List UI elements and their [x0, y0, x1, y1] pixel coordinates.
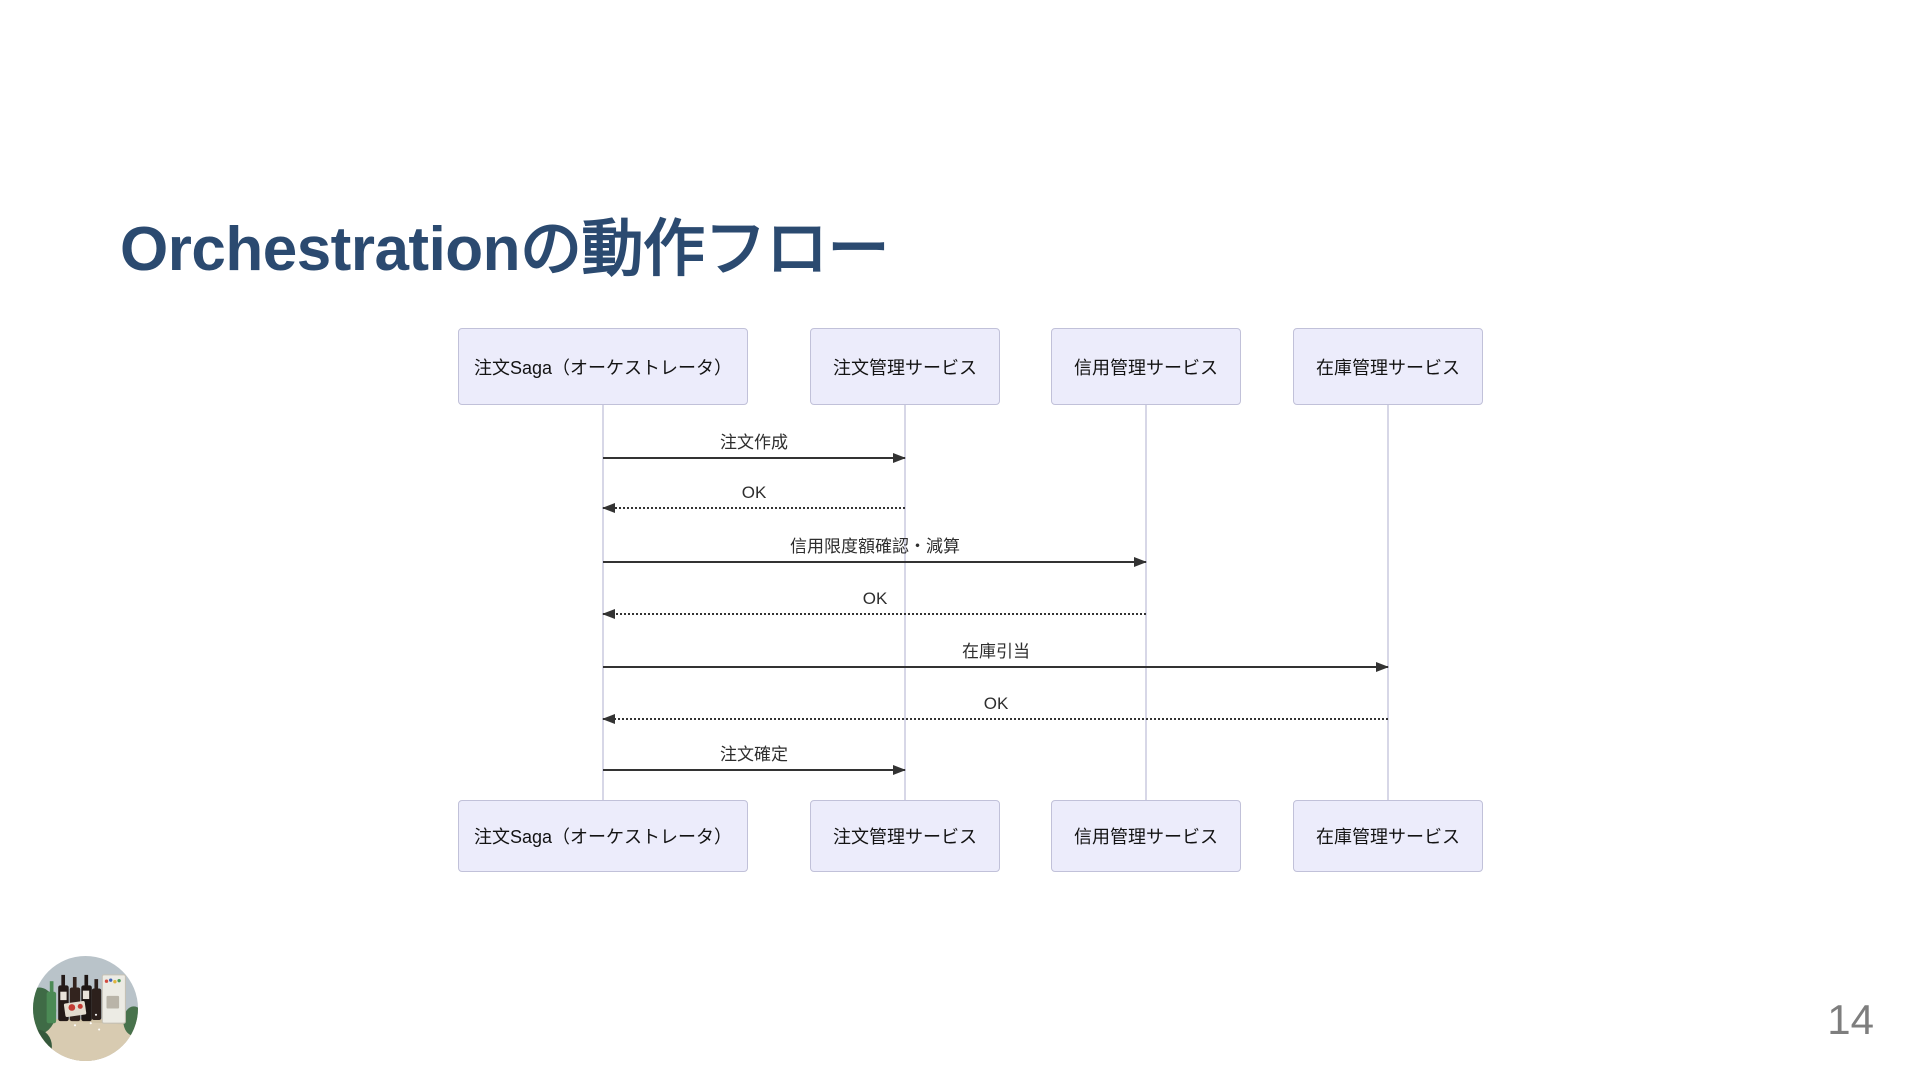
- lifeline-stock: [1387, 405, 1389, 800]
- arrowhead-right-icon: [893, 452, 906, 463]
- lifeline-order: [904, 405, 906, 800]
- message-arrow: [603, 764, 906, 775]
- message-arrow: [602, 608, 1146, 619]
- participant-stock-bottom: 在庫管理サービス: [1293, 800, 1483, 872]
- page-number: 14: [1827, 996, 1874, 1043]
- participant-label: 在庫管理サービス: [1316, 827, 1460, 847]
- message-arrow: [603, 556, 1147, 567]
- participant-label: 注文管理サービス: [833, 827, 977, 847]
- page-title: Orchestrationの動作フロー: [120, 215, 890, 284]
- message-label: 注文確定: [720, 745, 788, 764]
- message-label: OK: [862, 589, 888, 608]
- arrowhead-right-icon: [1376, 661, 1389, 672]
- arrowhead-left-icon: [602, 608, 615, 619]
- participant-label: 信用管理サービス: [1074, 827, 1218, 847]
- participant-label: 注文Saga（オーケストレータ）: [473, 357, 733, 378]
- message-label: OK: [983, 694, 1009, 713]
- participant-label: 注文管理サービス: [833, 357, 977, 378]
- participant-label: 信用管理サービス: [1074, 357, 1218, 378]
- participant-credit-top: 信用管理サービス: [1051, 328, 1241, 405]
- message-arrow: [602, 713, 1388, 724]
- message-label: 注文作成: [720, 433, 788, 452]
- participant-saga-bottom: 注文Saga（オーケストレータ）: [458, 800, 748, 872]
- avatar-photo: [33, 956, 138, 1061]
- lifeline-saga: [602, 405, 604, 800]
- message-arrow: [603, 661, 1389, 672]
- participant-credit-bottom: 信用管理サービス: [1051, 800, 1241, 872]
- profile-photo-icon: [33, 956, 138, 1061]
- participant-order-bottom: 注文管理サービス: [810, 800, 1000, 872]
- participant-label: 在庫管理サービス: [1316, 357, 1460, 378]
- arrowhead-right-icon: [1134, 556, 1147, 567]
- participant-label: 注文Saga（オーケストレータ）: [473, 827, 733, 847]
- participant-order-top: 注文管理サービス: [810, 328, 1000, 405]
- message-label: OK: [741, 483, 767, 502]
- message-label: 信用限度額確認・減算: [790, 537, 960, 556]
- arrowhead-right-icon: [893, 764, 906, 775]
- message-label: 在庫引当: [962, 642, 1030, 661]
- arrowhead-left-icon: [602, 713, 615, 724]
- lifeline-credit: [1145, 405, 1147, 800]
- participant-saga-top: 注文Saga（オーケストレータ）: [458, 328, 748, 405]
- participant-stock-top: 在庫管理サービス: [1293, 328, 1483, 405]
- arrowhead-left-icon: [602, 502, 615, 513]
- message-arrow: [602, 502, 905, 513]
- message-arrow: [603, 452, 906, 463]
